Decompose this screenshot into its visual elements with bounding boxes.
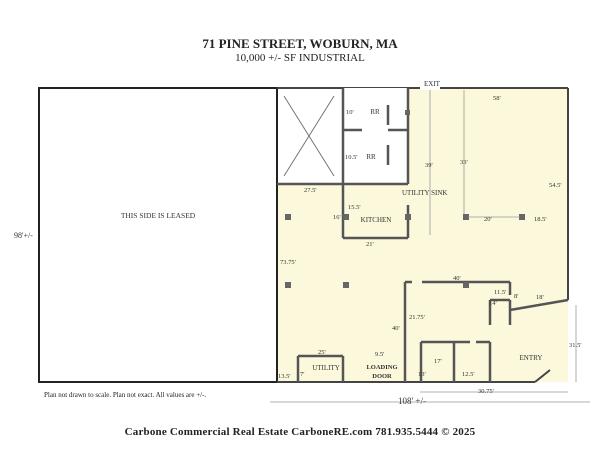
dim-16: 16' bbox=[333, 214, 341, 221]
column bbox=[463, 214, 469, 220]
leased-side-outline bbox=[38, 87, 278, 383]
utility-label: UTILITY bbox=[312, 364, 340, 372]
overall-width-label: 108' +/- bbox=[398, 396, 426, 406]
dim-20: 20' bbox=[484, 216, 492, 223]
utility-sink-label: UTILITY SINK bbox=[402, 189, 447, 197]
column bbox=[405, 214, 411, 220]
footer-credits: Carbone Commercial Real Estate CarboneRE… bbox=[124, 426, 476, 438]
dim-13-5: 13.5' bbox=[278, 373, 291, 380]
dim-39: 39' bbox=[425, 162, 433, 169]
dim-7: 7' bbox=[300, 371, 304, 378]
restroom-area bbox=[343, 88, 408, 184]
dim-21-75: 21.75' bbox=[409, 314, 425, 321]
dim-25: 25' bbox=[318, 349, 326, 356]
dim-18: 18' bbox=[536, 294, 544, 301]
loading-label: LOADING bbox=[366, 364, 397, 371]
leased-label: THIS SIDE IS LEASED bbox=[121, 211, 196, 220]
restroom-label-2: RR bbox=[366, 153, 376, 161]
dim-10-5: 10.5' bbox=[345, 154, 358, 161]
dim-17: 17' bbox=[434, 358, 442, 365]
dim-73-75: 73.75' bbox=[280, 259, 296, 266]
shaft-area bbox=[277, 88, 343, 184]
column bbox=[519, 214, 525, 220]
dim-18-5: 18.5' bbox=[534, 216, 547, 223]
dim-30-75: 30.75' bbox=[478, 388, 494, 395]
column bbox=[343, 214, 349, 220]
overall-height-label: 98'+/- bbox=[14, 231, 33, 240]
plan-subtitle: 10,000 +/- SF INDUSTRIAL bbox=[235, 52, 365, 64]
column bbox=[285, 214, 291, 220]
dimension-lines bbox=[270, 90, 590, 403]
dim-58: 58' bbox=[493, 95, 501, 102]
dim-13: 13' bbox=[418, 371, 426, 378]
dim-11-5: 11.5' bbox=[494, 289, 506, 296]
interior-walls bbox=[277, 88, 569, 382]
dim-8: 8' bbox=[514, 293, 518, 300]
structural-columns bbox=[285, 110, 525, 288]
shaft-x bbox=[283, 95, 335, 177]
column bbox=[463, 282, 469, 288]
dim-27-5: 27.5' bbox=[304, 187, 317, 194]
dim-14: 14' bbox=[489, 300, 497, 307]
exit-door bbox=[420, 85, 440, 90]
dim-10: 10' bbox=[346, 109, 354, 116]
plan-title: 71 PINE STREET, WOBURN, MA bbox=[202, 36, 398, 51]
dim-40a: 40' bbox=[453, 275, 461, 282]
dim-21: 21' bbox=[366, 241, 374, 248]
column bbox=[405, 110, 410, 115]
dim-12-5: 12.5' bbox=[462, 371, 475, 378]
dim-33: 33' bbox=[460, 159, 468, 166]
dim-31-5: 31.5' bbox=[569, 342, 582, 349]
column bbox=[343, 282, 349, 288]
disclaimer-note: Plan not drawn to scale. Plan not exact.… bbox=[44, 391, 207, 399]
dimension-labels: 10' 10.5' 27.5' 15.5' 16' 21' 39' 33' 58… bbox=[278, 95, 582, 395]
dim-15-5: 15.5' bbox=[348, 204, 361, 211]
dim-54-5: 54.5' bbox=[549, 182, 562, 189]
door-label: DOOR bbox=[372, 373, 392, 380]
dim-40b: 40' bbox=[392, 325, 400, 332]
dim-9-5: 9.5' bbox=[375, 351, 384, 358]
column bbox=[285, 282, 291, 288]
entry-label: ENTRY bbox=[520, 354, 543, 362]
restroom-label-1: RR bbox=[370, 108, 380, 116]
exit-label: EXIT bbox=[424, 80, 441, 88]
kitchen-label: KITCHEN bbox=[361, 216, 392, 224]
